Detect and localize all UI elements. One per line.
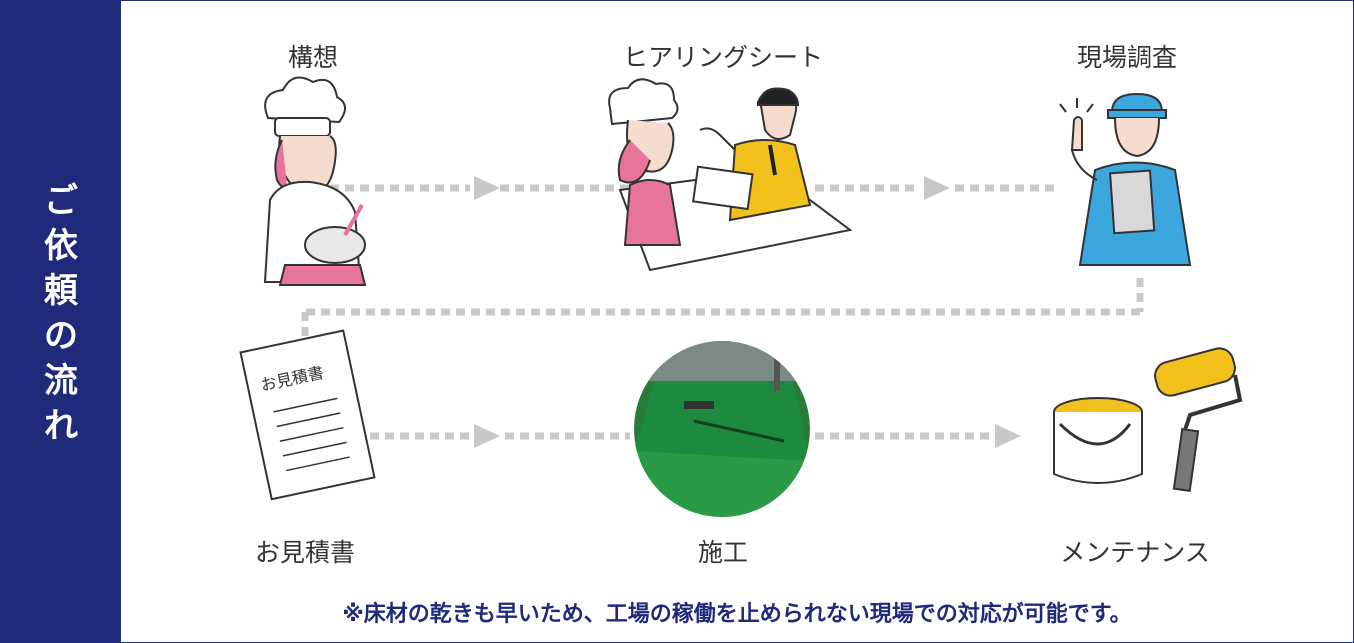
step-label-hearing-sheet: ヒアリングシート: [622, 43, 823, 72]
sidebar-title-char: 頼: [44, 271, 78, 311]
sidebar-title: ご 依 頼 の 流 れ: [1, 179, 121, 449]
estimate-document-illustration: お見積書: [239, 329, 376, 501]
step-label-concept: 構想: [287, 43, 338, 72]
footnote: ※床材の乾きも早いため、工場の稼働を止められない現場での対応が可能です。: [342, 602, 1132, 627]
arrow-right-icon: [924, 176, 950, 200]
arrow-right-icon: [474, 424, 500, 448]
arrow-right-icon: [995, 424, 1021, 448]
step-label-estimate: お見積書: [254, 538, 355, 567]
sidebar-title-char: の: [44, 316, 78, 356]
chef-thinking-illustration: [263, 76, 367, 286]
sidebar-title-char: 依: [44, 226, 78, 266]
sidebar-title-char: ご: [44, 181, 78, 221]
paint-tools-illustration: [1053, 347, 1243, 492]
step-label-site-survey: 現場調査: [1076, 43, 1177, 72]
sidebar-title-char: 流: [44, 361, 78, 401]
arrow-right-icon: [474, 176, 500, 200]
worker-illustration: [1059, 92, 1192, 266]
step-label-maintenance: メンテナンス: [1060, 538, 1210, 567]
sidebar: ご 依 頼 の 流 れ: [1, 1, 121, 642]
step-label-construction: 施工: [697, 538, 748, 567]
connector-lines: [301, 184, 1144, 440]
sidebar-title-char: れ: [44, 406, 78, 446]
meeting-illustration: [608, 78, 853, 272]
construction-photo: [634, 341, 810, 517]
green-floor-photo: [634, 341, 810, 517]
arrow-icons: [474, 176, 1021, 448]
